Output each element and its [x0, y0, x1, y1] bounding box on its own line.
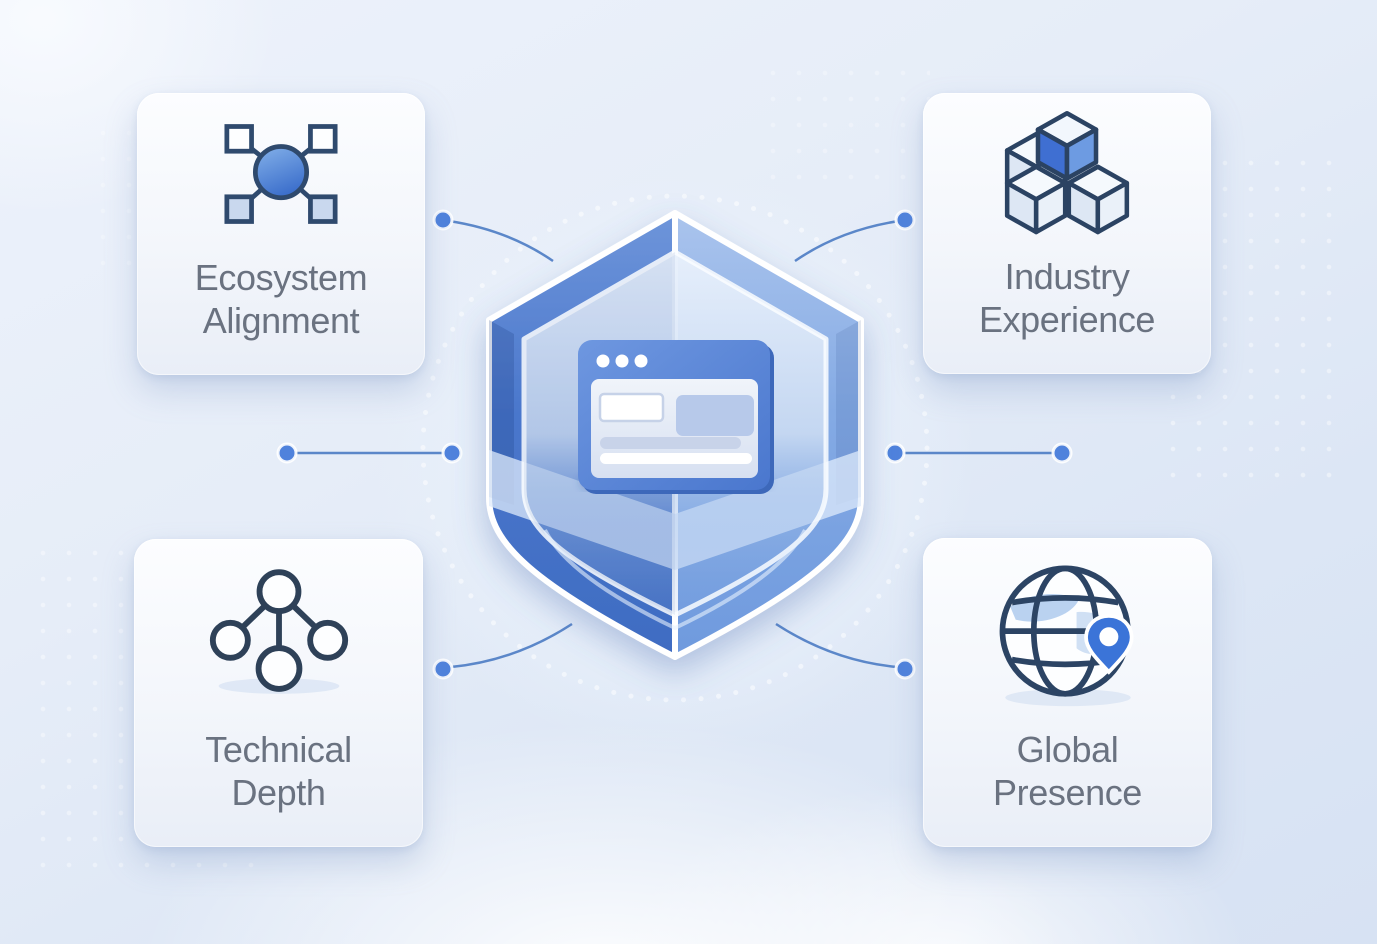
connector-dot	[432, 209, 454, 231]
connector-dot	[894, 658, 916, 680]
card-label: Technical Depth	[205, 728, 352, 814]
card-industry-experience: Industry Experience	[923, 93, 1211, 374]
card-icon-box	[923, 93, 1211, 255]
card-icon-box	[923, 538, 1212, 728]
location-pin	[1083, 613, 1134, 675]
card-label: Industry Experience	[978, 255, 1156, 341]
window-input-box	[598, 392, 665, 423]
connector-top-left	[448, 219, 554, 263]
card-icon-box	[134, 539, 423, 728]
connector-bottom-right	[775, 622, 898, 669]
window-text-bar	[600, 437, 741, 449]
connector-dot	[432, 658, 454, 680]
connector-bottom-left	[450, 622, 573, 669]
card-label: Global Presence	[993, 728, 1142, 814]
globe-location-pin-icon	[999, 565, 1134, 707]
card-technical-depth: Technical Depth	[134, 539, 423, 847]
card-global-presence: Global Presence	[923, 538, 1212, 847]
card-icon-box	[137, 93, 425, 256]
shield-browser-icon	[486, 210, 864, 660]
window-panel	[676, 395, 754, 436]
window-text-bar	[600, 453, 752, 464]
network-nodes-icon	[224, 124, 338, 225]
card-ecosystem-alignment: Ecosystem Alignment	[137, 93, 425, 375]
connector-dot	[276, 442, 298, 464]
connector-dot	[441, 442, 463, 464]
card-label: Ecosystem Alignment	[194, 256, 368, 342]
dot-texture	[760, 60, 930, 200]
connector-top-right	[794, 219, 900, 263]
window-dots	[596, 354, 648, 368]
hierarchy-tree-icon	[209, 569, 348, 695]
dotted-ring	[420, 193, 930, 703]
connector-dot	[1051, 442, 1073, 464]
connector-dot	[884, 442, 906, 464]
stacked-cubes-icon	[1004, 110, 1130, 235]
connector-dot	[894, 209, 916, 231]
browser-window-icon	[578, 340, 774, 494]
